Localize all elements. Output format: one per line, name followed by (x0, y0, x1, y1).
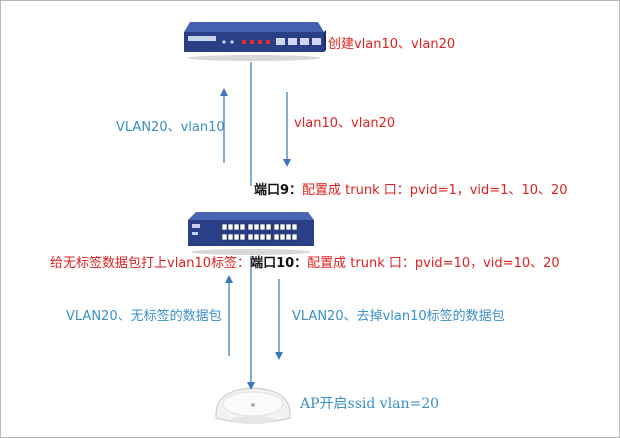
access-point-icon (215, 387, 291, 424)
port10-name: 端口10： (250, 256, 308, 271)
port10-prefix: 给无标签数据包打上vlan10标签： (50, 256, 251, 271)
uplink-up-label: VLAN20、vlan10 (116, 120, 225, 135)
switch-icon (188, 212, 314, 255)
port10-line: 给无标签数据包打上vlan10标签：端口10：配置成 trunk 口：pvid=… (50, 256, 560, 272)
uplink-down-label: vlan10、vlan20 (294, 116, 396, 131)
port9-line: 端口9：配置成 trunk 口：pvid=1，vid=1、10、20 (254, 183, 568, 199)
port9-desc: 配置成 trunk 口：pvid=1，vid=1、10、20 (302, 183, 568, 198)
downlink-down-label: VLAN20、去掉vlan10标签的数据包 (292, 309, 505, 324)
downlink-up-label: VLAN20、无标签的数据包 (66, 309, 222, 324)
port10-desc: 配置成 trunk 口：pvid=10，vid=10、20 (307, 256, 560, 271)
router-label: 创建vlan10、vlan20 (328, 37, 456, 52)
port9-name: 端口9： (254, 183, 303, 198)
router-icon (184, 22, 326, 61)
ap-label: AP开启ssid vlan=20 (300, 396, 440, 412)
